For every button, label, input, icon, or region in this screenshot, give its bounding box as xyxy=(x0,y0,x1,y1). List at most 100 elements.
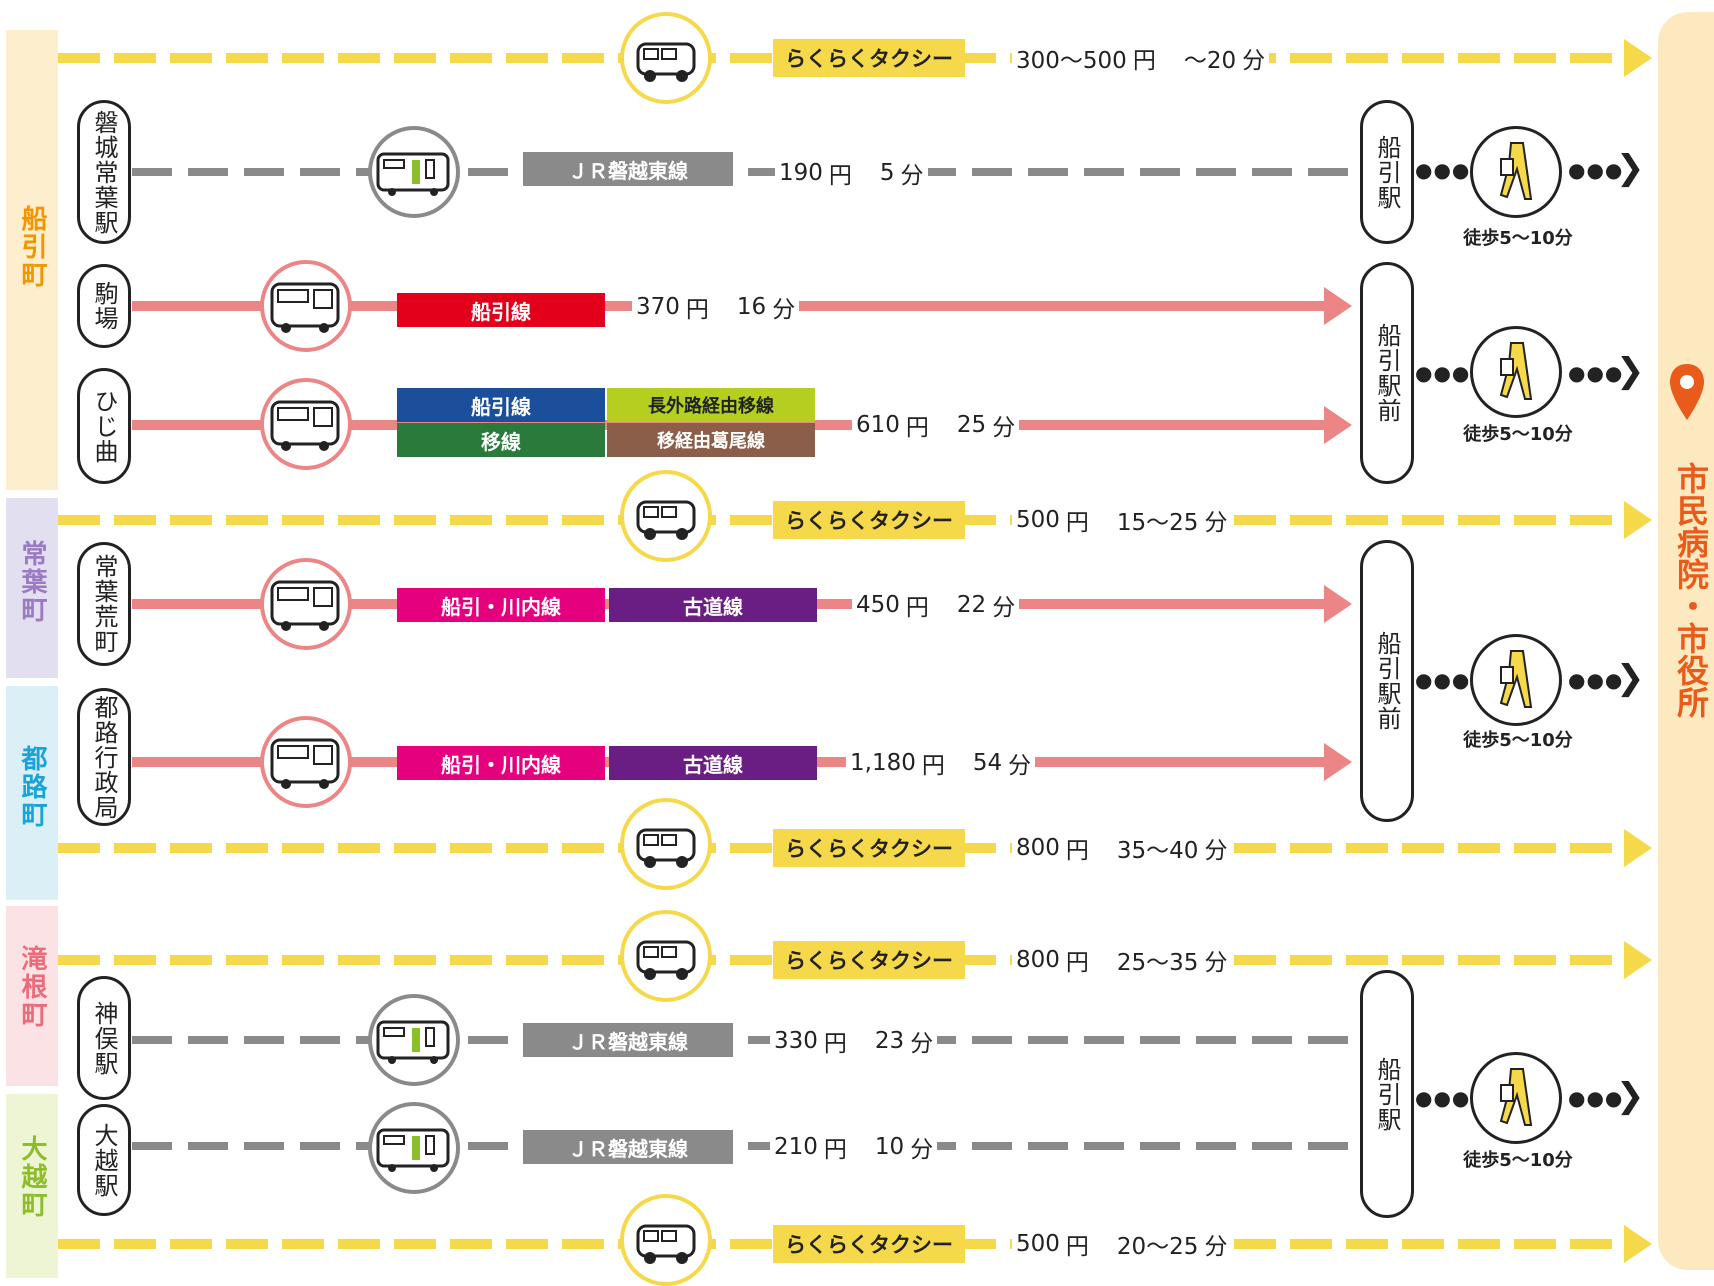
district-band-funehiki xyxy=(6,30,58,490)
arrow-right-icon xyxy=(1324,743,1352,781)
route-label-funehiki-kawauchi: 船引・川内線 xyxy=(397,588,605,622)
yen-unit: 円 xyxy=(905,415,929,441)
taxi-service-label: らくらくタクシー xyxy=(773,941,965,979)
minute-unit: 分 xyxy=(910,1031,934,1057)
origin-pill-okoshi: 大越駅 xyxy=(77,1104,131,1216)
time-value: 16 xyxy=(736,294,767,320)
minute-unit: 分 xyxy=(1204,950,1228,976)
taxi-van-icon xyxy=(620,12,712,104)
walking-person-icon xyxy=(1470,1052,1562,1144)
yen-unit: 円 xyxy=(685,297,709,323)
fare-value: 190 xyxy=(779,160,823,186)
district-label-tokiwa: 常葉町 xyxy=(17,540,47,624)
origin-pill-iwakitokiwa: 磐城常葉駅 xyxy=(77,100,131,244)
jr-line xyxy=(132,1142,1362,1150)
taxi-van-icon xyxy=(620,1194,712,1286)
route-label-furumichi: 古道線 xyxy=(609,746,817,780)
walk-time-label: 徒歩5〜10分 xyxy=(1463,730,1573,751)
taxi-service-label: らくらくタクシー xyxy=(773,829,965,867)
route-label-furumichi: 古道線 xyxy=(609,588,817,622)
origin-pill-komaba: 駒場 xyxy=(77,264,131,348)
arrow-right-icon xyxy=(1624,39,1652,77)
district-band-okoshi xyxy=(6,1094,58,1278)
route-label-nagatoro-isen: 長外路経由移線 xyxy=(607,388,815,422)
yen-unit: 円 xyxy=(828,163,852,189)
route-label-katsurao: 移経由葛尾線 xyxy=(607,423,815,457)
yen-unit: 円 xyxy=(1065,950,1089,976)
yen-unit: 円 xyxy=(905,595,929,621)
jr-banetsu-east-label: ＪＲ磐越東線 xyxy=(523,1130,733,1164)
minute-unit: 分 xyxy=(1204,510,1228,536)
taxi-van-icon xyxy=(620,470,712,562)
minute-unit: 分 xyxy=(900,163,924,189)
bus-icon xyxy=(260,558,352,650)
time-value: 5 xyxy=(879,160,895,186)
minute-unit: 分 xyxy=(1242,48,1266,74)
minute-unit: 分 xyxy=(1008,753,1032,779)
chevron-right-icon: ❯ xyxy=(1616,1076,1645,1116)
district-label-takine: 滝根町 xyxy=(17,945,47,1029)
bus-icon xyxy=(260,716,352,808)
taxi-van-icon xyxy=(620,798,712,890)
walk-dotted-line: ●●● xyxy=(1568,668,1624,692)
destination-label: 市民病院・市役所 xyxy=(1672,462,1710,718)
district-band-miyakoji xyxy=(6,686,58,900)
minute-unit: 分 xyxy=(772,297,796,323)
walking-person-icon xyxy=(1470,326,1562,418)
arrow-right-icon xyxy=(1324,406,1352,444)
minute-unit: 分 xyxy=(1204,838,1228,864)
train-icon xyxy=(368,1102,460,1194)
fare-value: 610 xyxy=(856,412,900,438)
origin-pill-tokiwa-aramachi: 常葉荒町 xyxy=(77,542,131,666)
origin-pill-kamimata: 神俣駅 xyxy=(77,976,131,1100)
district-band-takine xyxy=(6,906,58,1086)
yen-unit: 円 xyxy=(823,1137,847,1163)
walk-time-label: 徒歩5〜10分 xyxy=(1463,424,1573,445)
time-value: 〜20 xyxy=(1183,48,1237,74)
route-label-funehiki-line: 船引線 xyxy=(397,388,605,422)
map-pin-icon xyxy=(1670,364,1704,420)
station-pill-funehiki: 船引駅 xyxy=(1360,100,1414,244)
bus-icon xyxy=(260,260,352,352)
fare-value: 210 xyxy=(774,1134,818,1160)
chevron-right-icon: ❯ xyxy=(1616,148,1645,188)
taxi-service-label: らくらくタクシー xyxy=(773,1225,965,1263)
origin-pill-miyakoji-gyoseikyoku: 都路行政局 xyxy=(77,688,131,826)
yen-unit: 円 xyxy=(921,753,945,779)
chevron-right-icon: ❯ xyxy=(1616,658,1645,698)
time-value: 22 xyxy=(956,592,987,618)
taxi-service-label: らくらくタクシー xyxy=(773,39,965,77)
time-value: 23 xyxy=(874,1028,905,1054)
jr-line xyxy=(132,1036,1362,1044)
yen-unit: 円 xyxy=(823,1031,847,1057)
chevron-right-icon: ❯ xyxy=(1616,351,1645,391)
walk-time-label: 徒歩5〜10分 xyxy=(1463,228,1573,249)
origin-pill-hijimagari: ひじ曲 xyxy=(77,368,131,484)
yen-unit: 円 xyxy=(1065,1234,1089,1260)
fare-value: 1,180 xyxy=(850,750,916,776)
walk-time-label: 徒歩5〜10分 xyxy=(1463,1150,1573,1171)
time-value: 15〜25 xyxy=(1116,510,1199,536)
train-icon xyxy=(368,994,460,1086)
jr-banetsu-east-label: ＪＲ磐越東線 xyxy=(523,152,733,186)
arrow-right-icon xyxy=(1624,501,1652,539)
district-band-tokiwa xyxy=(6,498,58,678)
walking-person-icon xyxy=(1470,126,1562,218)
fare-value: 800 xyxy=(1016,947,1060,973)
minute-unit: 分 xyxy=(992,595,1016,621)
bus-icon xyxy=(260,378,352,470)
time-value: 25〜35 xyxy=(1116,950,1199,976)
taxi-service-label: らくらくタクシー xyxy=(773,501,965,539)
station-pill-funehiki: 船引駅 xyxy=(1360,970,1414,1218)
minute-unit: 分 xyxy=(910,1137,934,1163)
walk-dotted-line: ●●● xyxy=(1568,361,1624,385)
fare-value: 500 xyxy=(1016,507,1060,533)
fare-value: 300〜500 xyxy=(1016,48,1127,74)
